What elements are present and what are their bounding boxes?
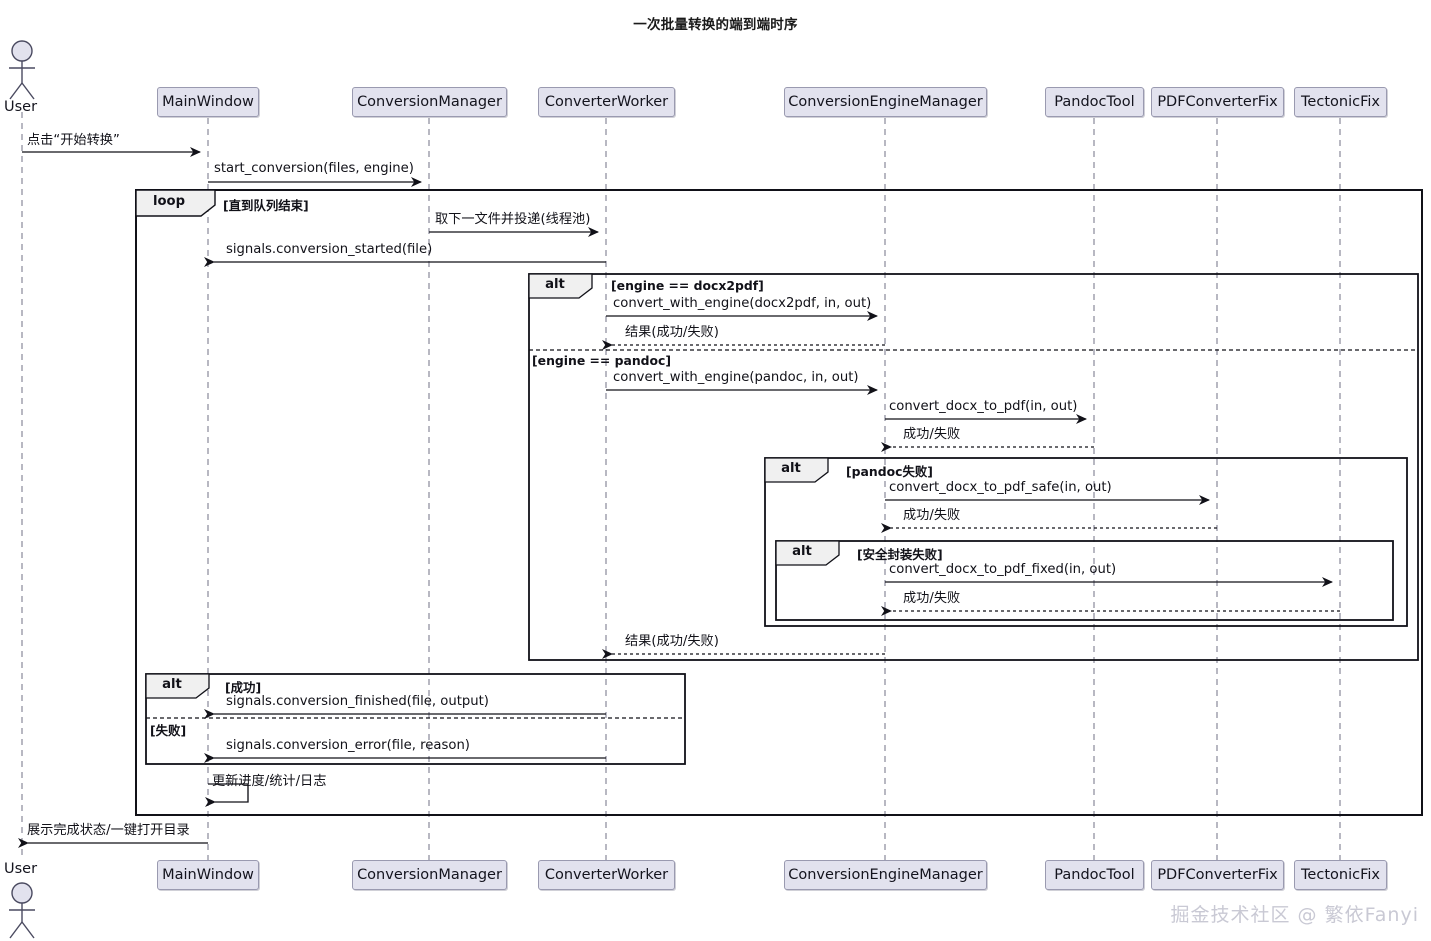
- participant-pdfconverterfix-bottom[interactable]: PDFConverterFix: [1151, 860, 1284, 890]
- actor-user-figure-bottom: [9, 882, 35, 939]
- actor-label-user-top: User: [4, 99, 38, 115]
- fragment-tag-alt-pandoc-fail: alt: [781, 461, 801, 476]
- fragment-tag-alt-engine: alt: [545, 277, 565, 292]
- fragment-guard-alt-safe-fail: [安全封装失败]: [857, 547, 943, 562]
- page-title: 一次批量转换的端到端时序: [633, 17, 798, 33]
- fragment-guard-alt-result-success: [成功]: [225, 680, 262, 695]
- actor-user-figure-top: [9, 40, 35, 100]
- message-label-m14: 结果(成功/失败): [625, 634, 719, 649]
- participant-conversionenginemanager-top[interactable]: ConversionEngineManager: [784, 87, 987, 117]
- fragment-frames: [135, 189, 1423, 816]
- fragment-guard-alt-engine-docx2pdf: [engine == docx2pdf]: [611, 278, 764, 293]
- participant-conversionmanager-bottom[interactable]: ConversionManager: [352, 860, 507, 890]
- participant-tectonicfix-top[interactable]: TectonicFix: [1294, 87, 1387, 117]
- participant-converterworker-top[interactable]: ConverterWorker: [538, 87, 675, 117]
- message-arrows: [18, 147, 1340, 848]
- fragment-guard-alt-pandoc-fail: [pandoc失败]: [846, 464, 933, 479]
- message-label-m12: convert_docx_to_pdf_fixed(in, out): [889, 562, 1117, 577]
- message-label-m15: signals.conversion_finished(file, output…: [226, 694, 489, 709]
- message-label-m18: 展示完成状态/一键打开目录: [27, 823, 190, 838]
- message-label-m3: 取下一文件并投递(线程池): [435, 212, 591, 227]
- message-label-m1: 点击“开始转换”: [27, 133, 120, 148]
- message-label-m2: start_conversion(files, engine): [214, 161, 414, 176]
- actor-label-user-bottom: User: [4, 861, 38, 877]
- participant-conversionmanager-top[interactable]: ConversionManager: [352, 87, 507, 117]
- participant-pdfconverterfix-top[interactable]: PDFConverterFix: [1151, 87, 1284, 117]
- message-label-m5: convert_with_engine(docx2pdf, in, out): [613, 296, 872, 311]
- watermark: 掘金技术社区 @ 繁依Fanyi: [1170, 904, 1419, 926]
- participant-pandoctool-bottom[interactable]: PandocTool: [1045, 860, 1144, 890]
- participant-mainwindow-bottom[interactable]: MainWindow: [157, 860, 259, 890]
- message-label-m16: signals.conversion_error(file, reason): [226, 738, 470, 753]
- participant-converterworker-bottom[interactable]: ConverterWorker: [538, 860, 675, 890]
- message-label-m8: convert_docx_to_pdf(in, out): [889, 399, 1078, 414]
- fragment-guard-alt-engine-pandoc: [engine == pandoc]: [532, 353, 672, 368]
- message-label-m6: 结果(成功/失败): [625, 325, 719, 340]
- fragment-guard-alt-result-failure: [失败]: [150, 723, 187, 738]
- message-label-m7: convert_with_engine(pandoc, in, out): [613, 370, 859, 385]
- fragment-tag-loop-queue: loop: [152, 194, 186, 209]
- message-label-m9: 成功/失败: [903, 427, 961, 442]
- fragment-guard-loop-queue: [直到队列结束]: [223, 198, 309, 213]
- participant-tectonicfix-bottom[interactable]: TectonicFix: [1294, 860, 1387, 890]
- participant-conversionenginemanager-bottom[interactable]: ConversionEngineManager: [784, 860, 987, 890]
- lifelines: [21, 112, 1341, 860]
- message-label-m10: convert_docx_to_pdf_safe(in, out): [889, 480, 1112, 495]
- message-label-m11: 成功/失败: [903, 508, 961, 523]
- message-label-m13: 成功/失败: [903, 591, 961, 606]
- participant-mainwindow-top[interactable]: MainWindow: [157, 87, 259, 117]
- message-label-m17: 更新进度/统计/日志: [212, 774, 327, 789]
- message-label-m4: signals.conversion_started(file): [226, 242, 433, 257]
- fragment-tag-alt-safe-fail: alt: [792, 544, 812, 559]
- participant-pandoctool-top[interactable]: PandocTool: [1045, 87, 1144, 117]
- fragment-tag-alt-result: alt: [162, 677, 182, 692]
